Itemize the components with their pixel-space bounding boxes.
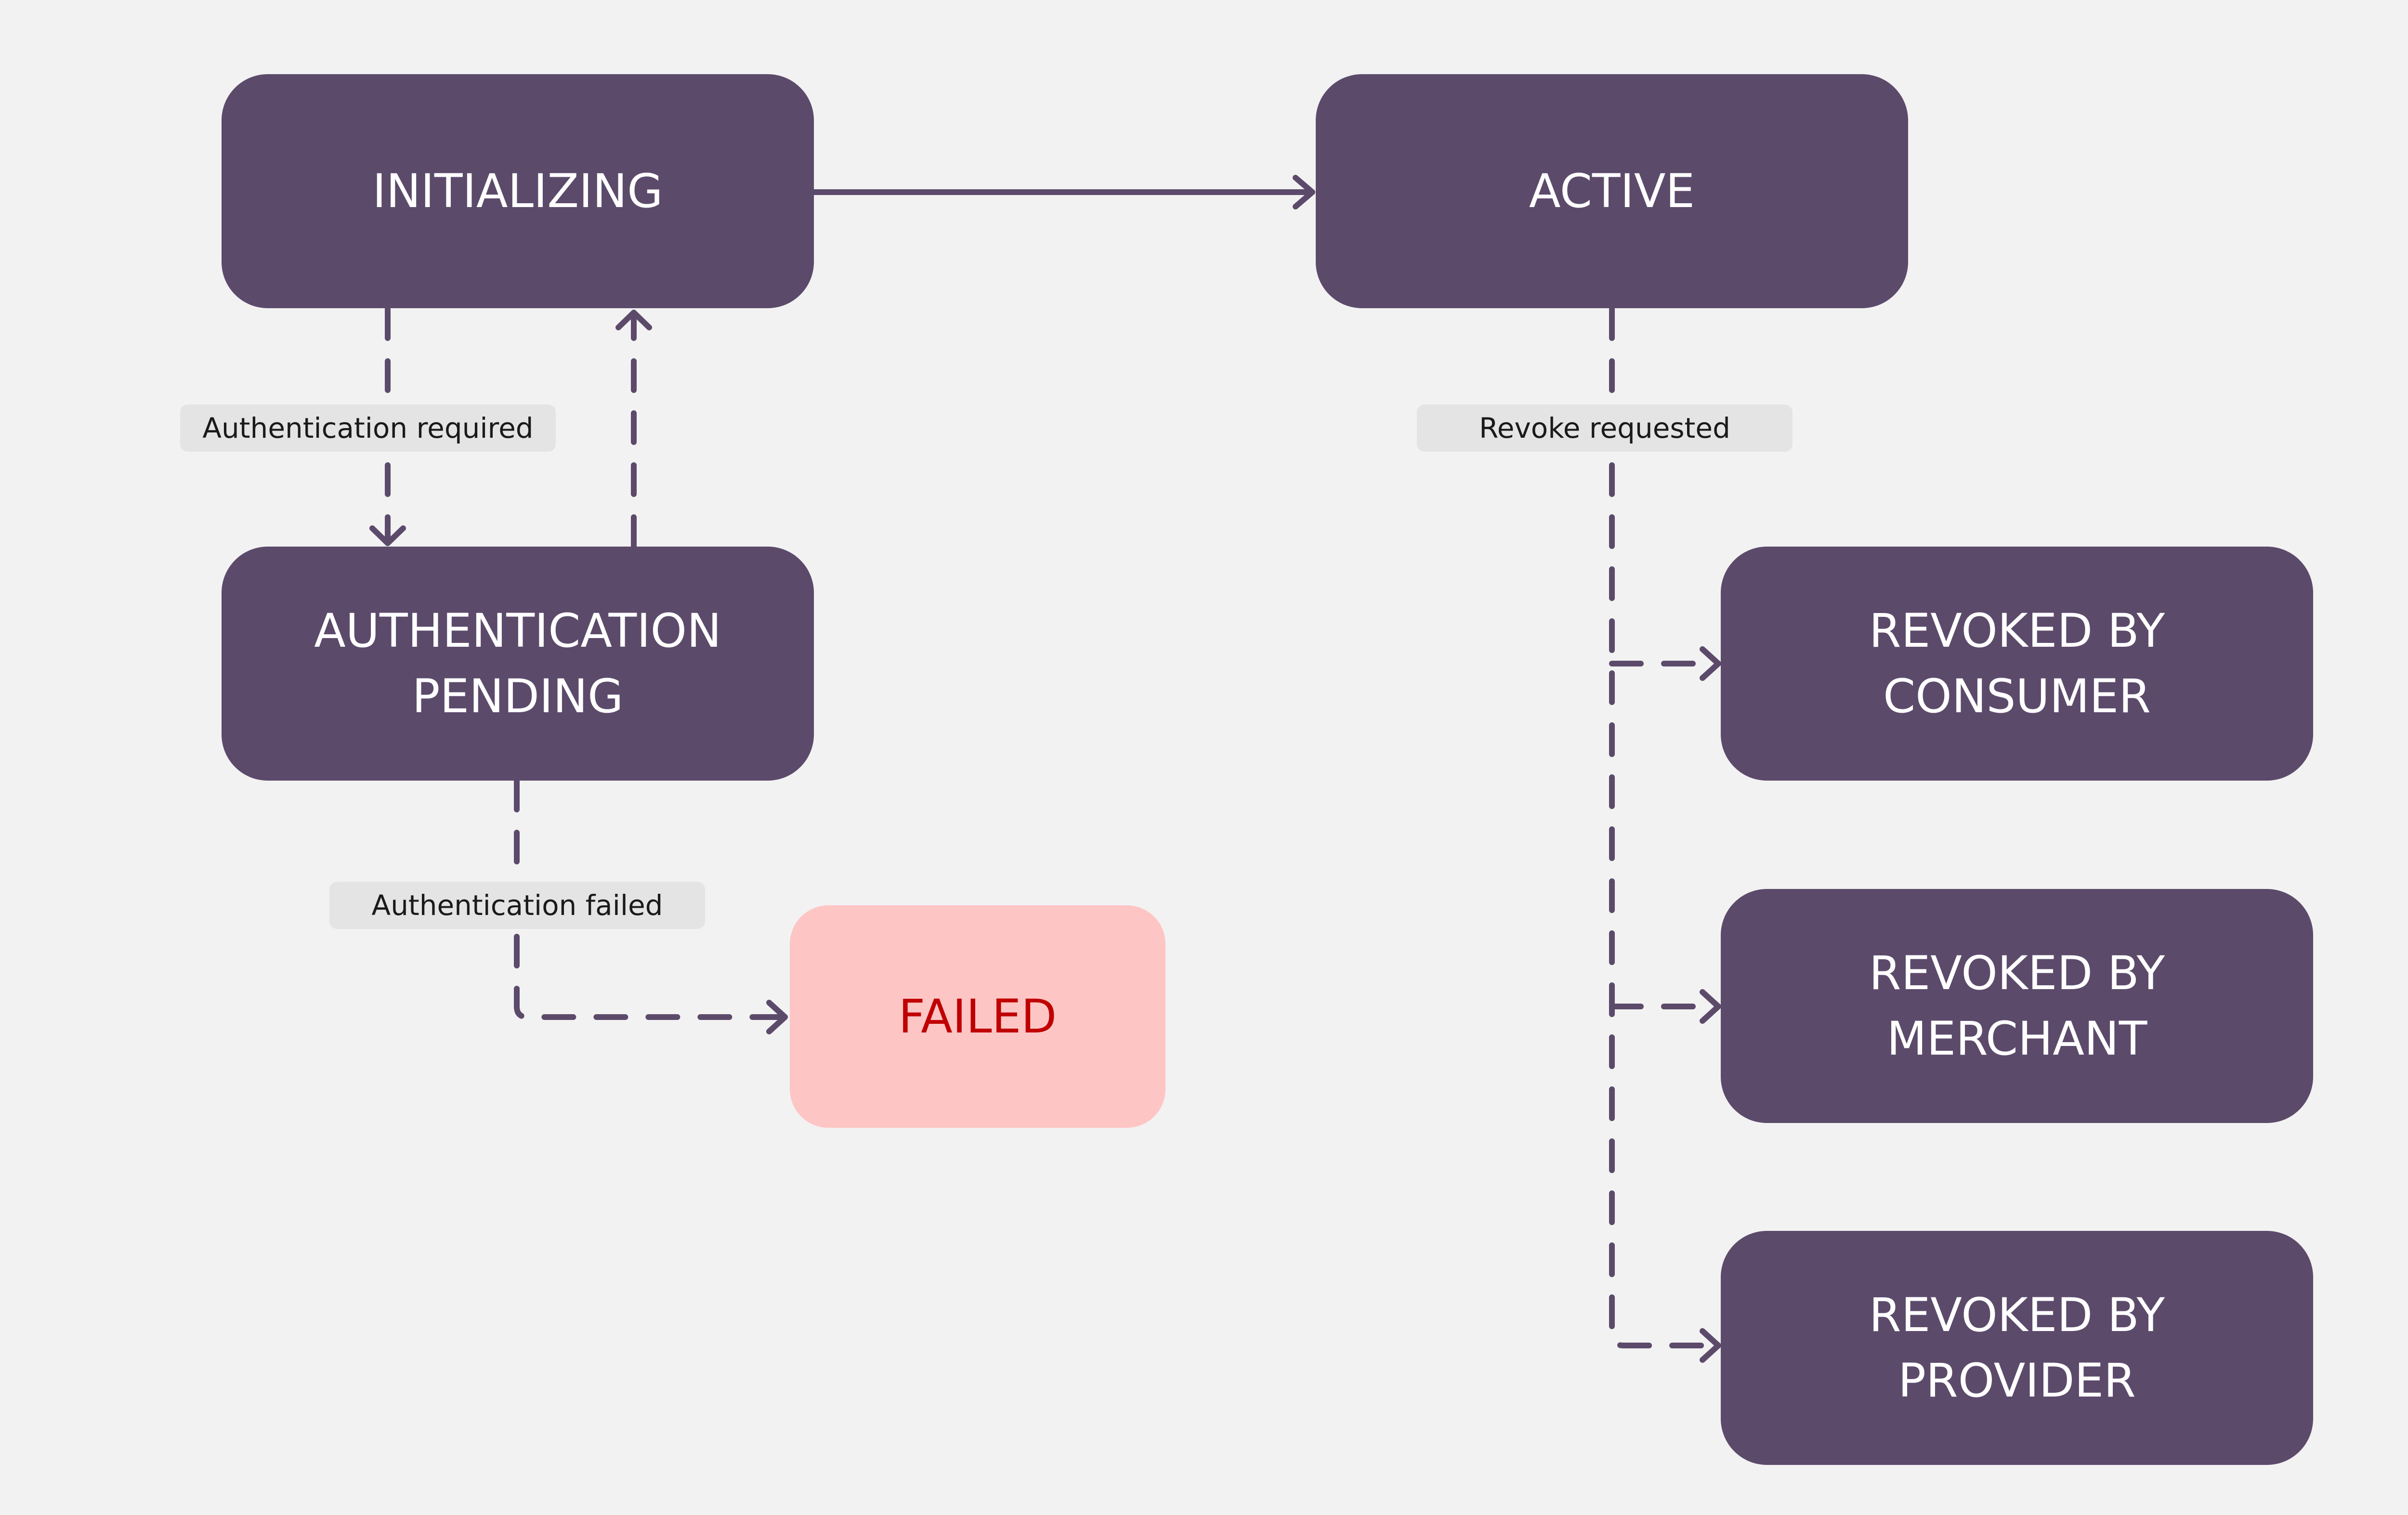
state-authentication-pending-label: AUTHENTICATION PENDING (314, 604, 721, 723)
state-failed-label: FAILED (898, 990, 1057, 1044)
arrowhead-revoked-consumer (1700, 646, 1721, 681)
revoke-requested-text: Revoke requested (1479, 412, 1730, 444)
state-failed: FAILED (790, 905, 1165, 1128)
state-revoked-by-consumer: REVOKED BY CONSUMER (1721, 547, 2313, 781)
edge-active-trunk (1609, 306, 1717, 1348)
state-active: ACTIVE (1316, 74, 1908, 308)
authentication-failed-text: Authentication failed (371, 889, 663, 922)
authentication-required-text: Authentication required (202, 412, 534, 444)
transition-label-revoke-requested: Revoke requested (1417, 405, 1793, 452)
arrowhead-active (1293, 175, 1315, 209)
edge-auth-pending-to-failed (514, 778, 785, 1020)
arrowhead-revoked-provider (1700, 1328, 1721, 1363)
state-authentication-pending: AUTHENTICATION PENDING (222, 547, 814, 781)
state-revoked-by-merchant-label: REVOKED BY MERCHANT (1869, 946, 2165, 1066)
arrowhead-failed (766, 1000, 788, 1034)
state-active-label: ACTIVE (1529, 164, 1695, 218)
transition-label-authentication-required: Authentication required (180, 405, 556, 452)
state-revoked-by-provider-label: REVOKED BY PROVIDER (1869, 1288, 2165, 1408)
state-revoked-by-consumer-label: REVOKED BY CONSUMER (1869, 604, 2165, 723)
state-initializing-label: INITIALIZING (372, 164, 663, 218)
state-revoked-by-provider: REVOKED BY PROVIDER (1721, 1231, 2313, 1465)
state-revoked-by-merchant: REVOKED BY MERCHANT (1721, 889, 2313, 1123)
arrowhead-auth-pending (369, 525, 406, 546)
arrowhead-initializing (615, 310, 652, 330)
state-initializing: INITIALIZING (222, 74, 814, 308)
transition-label-authentication-failed: Authentication failed (329, 882, 705, 929)
arrowhead-revoked-merchant (1700, 989, 1721, 1024)
